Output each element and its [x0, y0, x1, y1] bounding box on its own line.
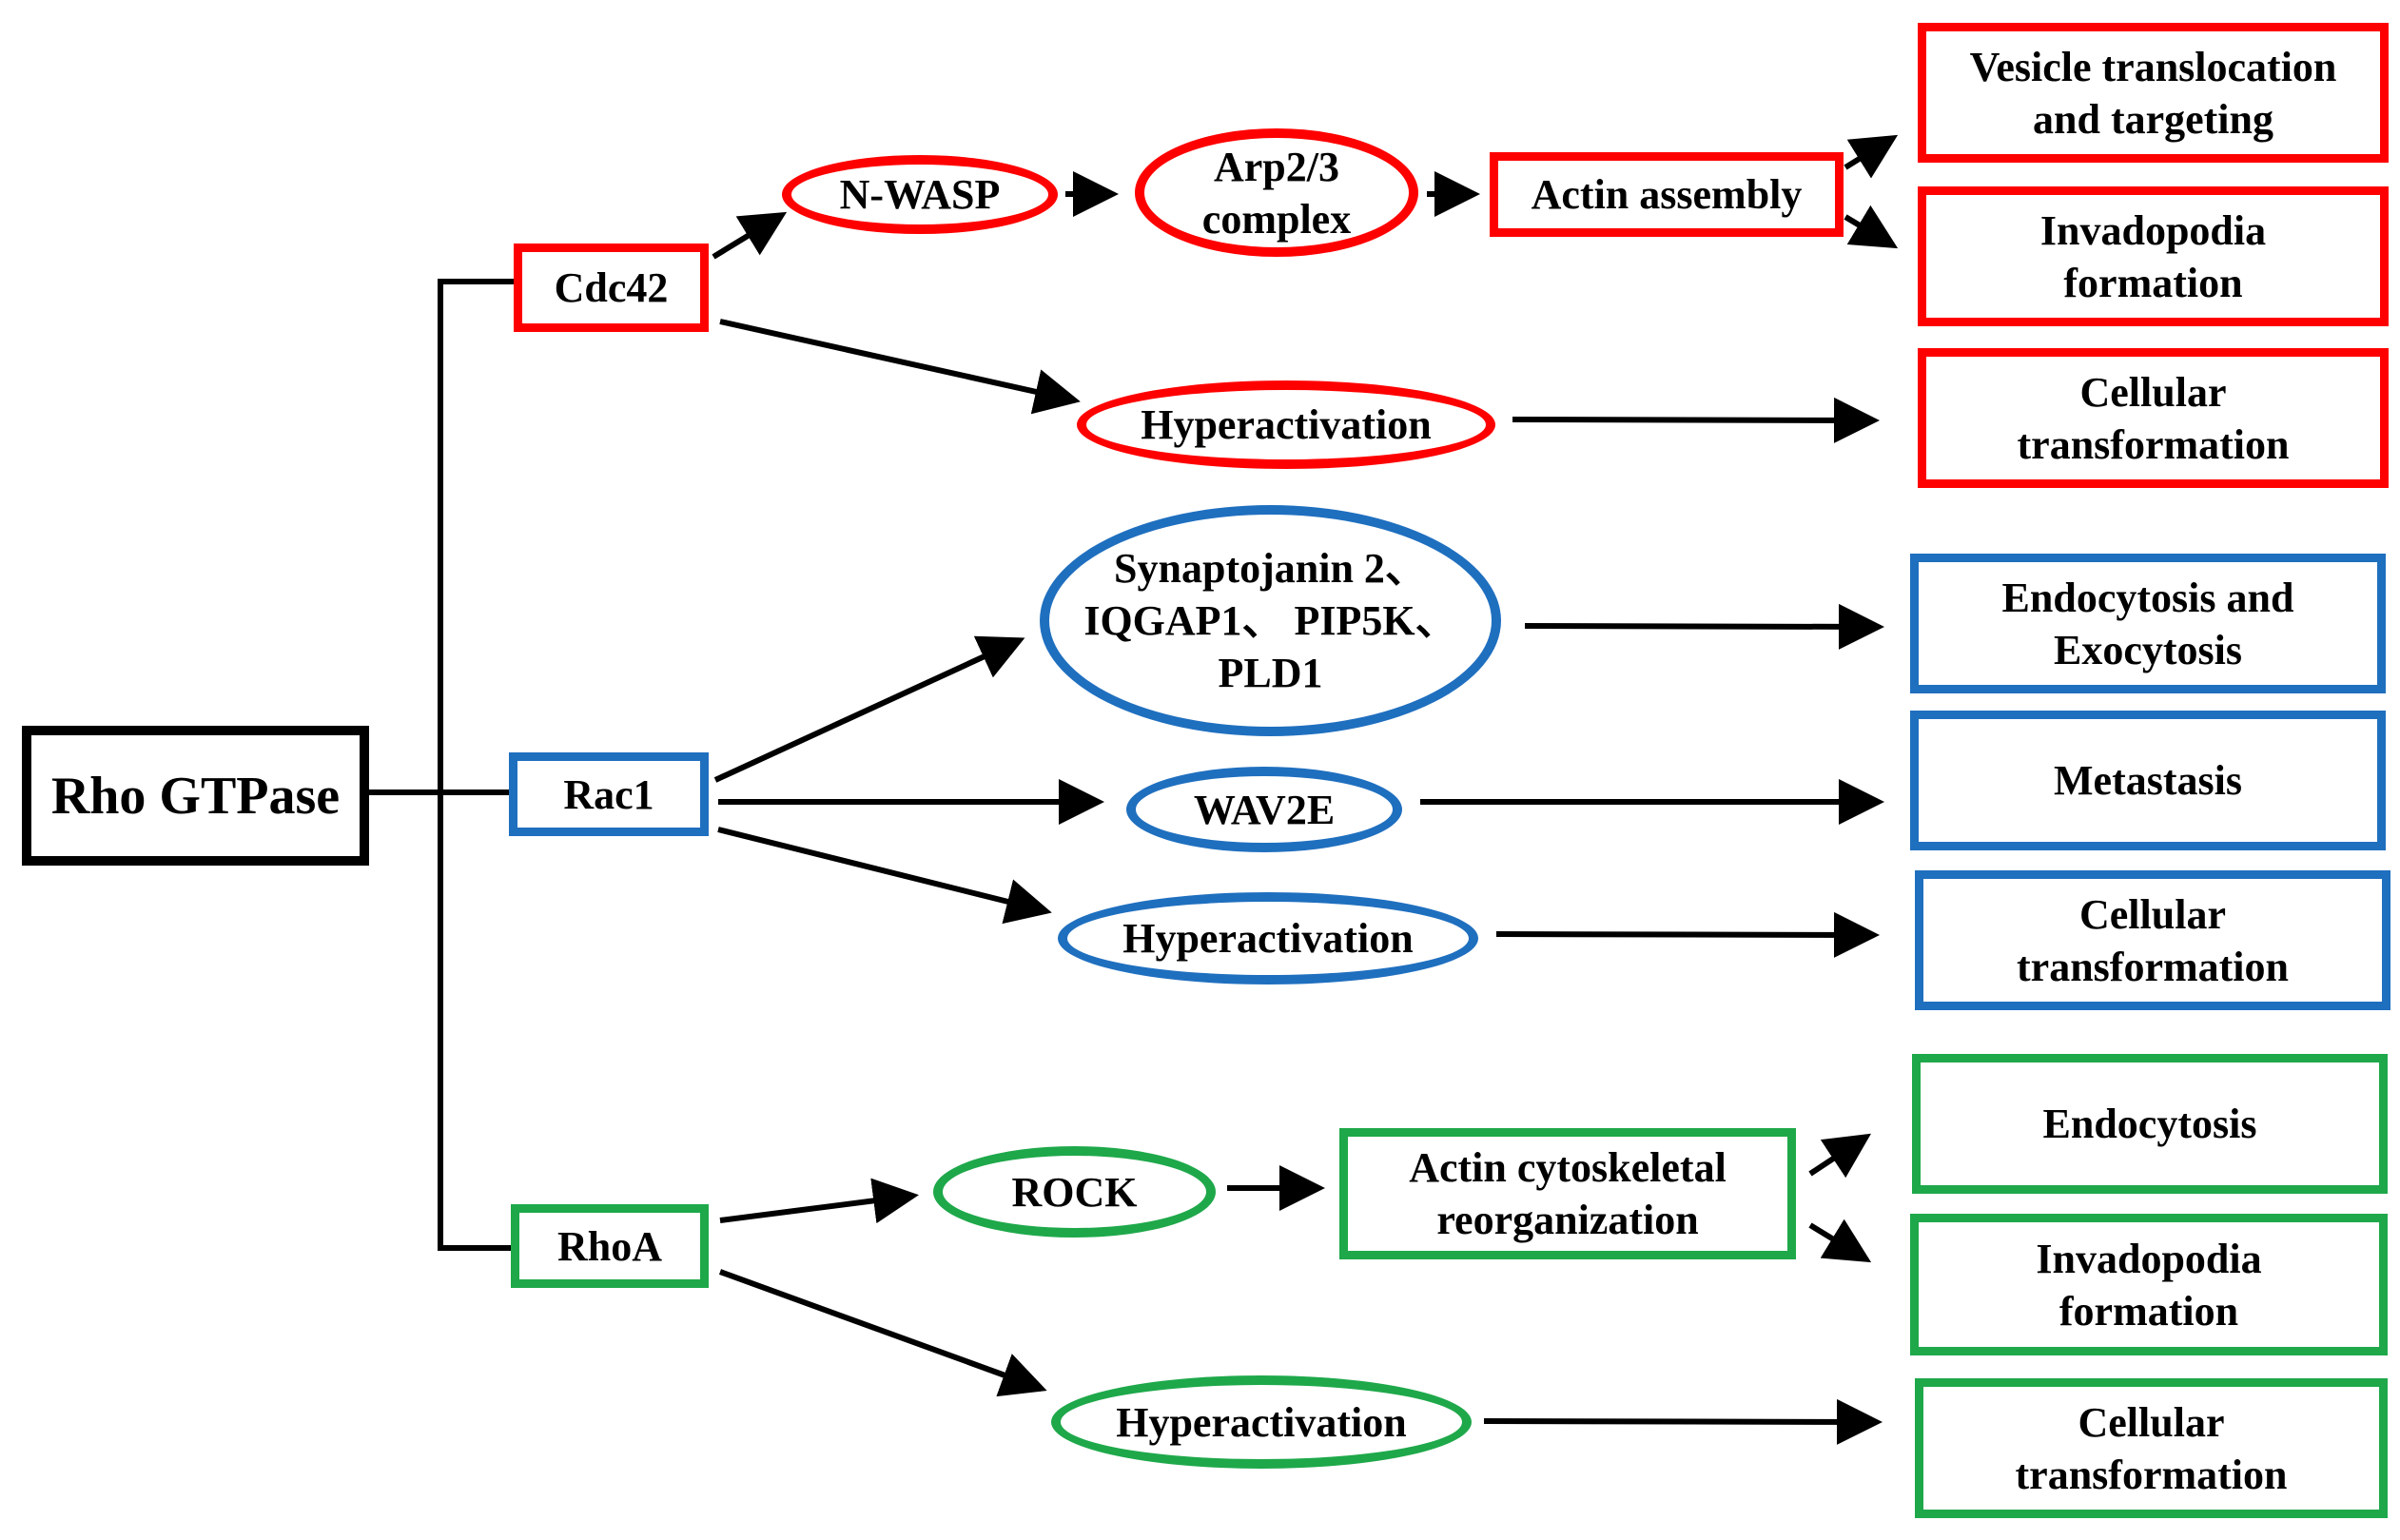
arrow-cdc42-hyper [719, 319, 1081, 415]
cdc42-invadopodia-node: Invadopodia formation [1918, 186, 2389, 326]
actin-assembly-label: Actin assembly [1531, 171, 1803, 218]
rhoa-invadopodia-line2: formation [2059, 1287, 2239, 1335]
actin-cytoskeletal-line1: Actin cytoskeletal [1409, 1144, 1727, 1191]
actin-assembly-node: Actin assembly [1490, 152, 1844, 237]
rhoa-hyperactivation-label: Hyperactivation [1116, 1398, 1407, 1446]
endocytosis-node: Endocytosis [1912, 1054, 2388, 1194]
wave2-node: WAV2E [1126, 767, 1402, 852]
rac1-cellular-line2: transformation [2017, 943, 2289, 990]
synaptojanin-line2: IQGAP1、 PIP5K、 [1083, 597, 1457, 644]
cdc42-hyperactivation-label: Hyperactivation [1141, 401, 1432, 448]
arrow-cdc42hyper-cell [1512, 397, 1880, 443]
rhoa-invadopodia-line1: Invadopodia [2036, 1235, 2262, 1282]
arrow-rhoahyper-cell [1483, 1398, 1883, 1445]
actin-cytoskeletal-line2: reorganization [1436, 1197, 1699, 1243]
vesicle-node: Vesicle translocation and targeting [1918, 23, 2389, 163]
root-node: Rho GTPase [22, 726, 369, 866]
actin-cytoskeletal-node: Actin cytoskeletal reorganization [1339, 1128, 1796, 1259]
metastasis-label: Metastasis [2054, 757, 2242, 804]
rac1-node: Rac1 [509, 752, 709, 836]
root-label: Rho GTPase [50, 766, 341, 826]
endo-exocytosis-node: Endocytosis and Exocytosis [1910, 554, 2386, 693]
rac1-cellular-line1: Cellular [2079, 890, 2226, 938]
wave2-label: WAV2E [1193, 786, 1336, 833]
cdc42-invadopodia-line1: Invadopodia [2039, 206, 2267, 254]
cdc42-cellular-node: Cellular transformation [1918, 348, 2389, 488]
synaptojanin-line3: PLD1 [1218, 650, 1323, 696]
rhoa-cellular-line1: Cellular [2078, 1398, 2225, 1446]
endo-exocytosis-line1: Endocytosis and [2001, 574, 2294, 621]
cdc42-label: Cdc42 [554, 264, 669, 311]
rhoa-cellular-node: Cellular transformation [1915, 1378, 2388, 1518]
rock-label: ROCK [1011, 1168, 1138, 1216]
synaptojanin-line1: Synaptojanin 2、 [1114, 545, 1427, 592]
arrow-actin-invado [1844, 205, 1899, 249]
rhoa-hyperactivation-node: Hyperactivation [1051, 1375, 1472, 1469]
arrow-synap-endoexo [1524, 603, 1884, 650]
rhoa-label: RhoA [556, 1222, 663, 1270]
rac1-cellular-node: Cellular transformation [1915, 870, 2390, 1010]
rac1-hyperactivation-label: Hyperactivation [1122, 915, 1414, 962]
arrow-rac1-hyper [717, 827, 1052, 925]
arrow-rhoa-rock [719, 1178, 919, 1224]
cdc42-invadopodia-line2: formation [2063, 259, 2243, 306]
rock-node: ROCK [933, 1146, 1216, 1238]
rhoa-invadopodia-node: Invadopodia formation [1910, 1214, 2388, 1355]
cdc42-cellular-line1: Cellular [2079, 368, 2227, 416]
nwasp-label: N-WASP [839, 171, 1001, 218]
metastasis-node: Metastasis [1910, 711, 2386, 850]
arp23-line1: Arp2/3 [1214, 143, 1339, 190]
endocytosis-label: Endocytosis [2042, 1101, 2257, 1147]
vesicle-line1: Vesicle translocation [1969, 43, 2337, 90]
arp23-line2: complex [1201, 195, 1352, 243]
endo-exocytosis-line2: Exocytosis [2053, 626, 2242, 673]
arrow-cyto-endo [1808, 1133, 1872, 1179]
arrow-rac1hyper-cell [1495, 911, 1880, 958]
nwasp-node: N-WASP [782, 155, 1058, 234]
synaptojanin-node: Synaptojanin 2、 IQGAP1、 PIP5K、 PLD1 [1040, 505, 1501, 736]
rhoa-cellular-line2: transformation [2015, 1451, 2288, 1498]
arp23-node: Arp2/3 complex [1135, 128, 1418, 257]
arrow-cdc42-nwasp [712, 211, 788, 260]
rac1-label: Rac1 [563, 770, 654, 818]
rhoa-node: RhoA [511, 1204, 709, 1288]
arrow-rac1-synap [713, 635, 1025, 783]
cdc42-hyperactivation-node: Hyperactivation [1077, 380, 1495, 469]
arrow-actin-vesicle [1844, 134, 1899, 179]
arrow-rhoa-hyper [718, 1269, 1047, 1397]
vesicle-line2: and targeting [2033, 95, 2273, 143]
rac1-hyperactivation-node: Hyperactivation [1058, 892, 1478, 984]
cdc42-cellular-line2: transformation [2017, 420, 2290, 468]
cdc42-node: Cdc42 [514, 244, 709, 332]
arrow-cyto-invado [1808, 1218, 1872, 1263]
